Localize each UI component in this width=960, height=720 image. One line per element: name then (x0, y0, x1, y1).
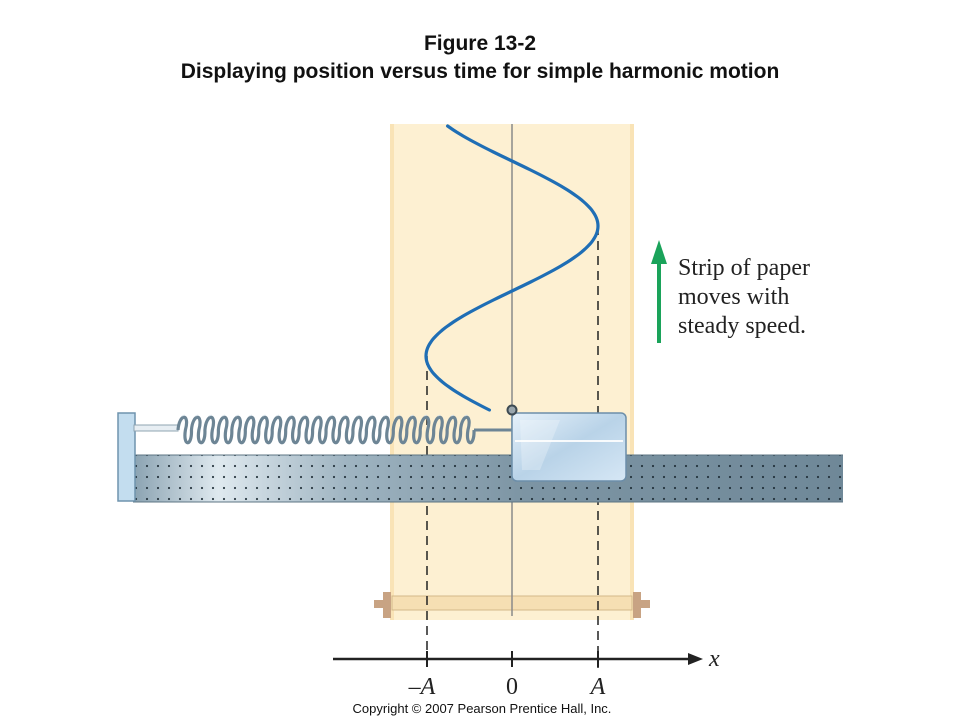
x-axis (333, 651, 703, 667)
tick-label-zero: 0 (506, 674, 518, 700)
air-track (133, 454, 843, 503)
paper-strip-edge-left (390, 124, 394, 620)
position-time-curve (424, 124, 600, 412)
paper-motion-arrow (651, 240, 667, 343)
copyright-notice: Copyright © 2007 Pearson Prentice Hall, … (353, 701, 612, 716)
annotation-line-1: Strip of paper (678, 255, 810, 281)
oscillating-block (511, 412, 627, 482)
annotation-line-3: steady speed. (678, 313, 806, 339)
x-axis-label: x (708, 646, 720, 672)
tick-label-plus-a: A (589, 674, 606, 700)
figure-title: Figure 13-2 Displaying position versus t… (0, 30, 960, 86)
figure-title-line-2: Displaying position versus time for simp… (180, 60, 780, 83)
pen-tip (506, 404, 518, 416)
paper-strip-edge-right (630, 124, 634, 620)
tick-label-minus-a: –A (408, 674, 436, 700)
spring-highlight (181, 414, 468, 417)
spring (176, 415, 476, 445)
annotation-line-2: moves with (678, 284, 789, 310)
figure-title-line-1: Figure 13-2 (423, 32, 537, 55)
